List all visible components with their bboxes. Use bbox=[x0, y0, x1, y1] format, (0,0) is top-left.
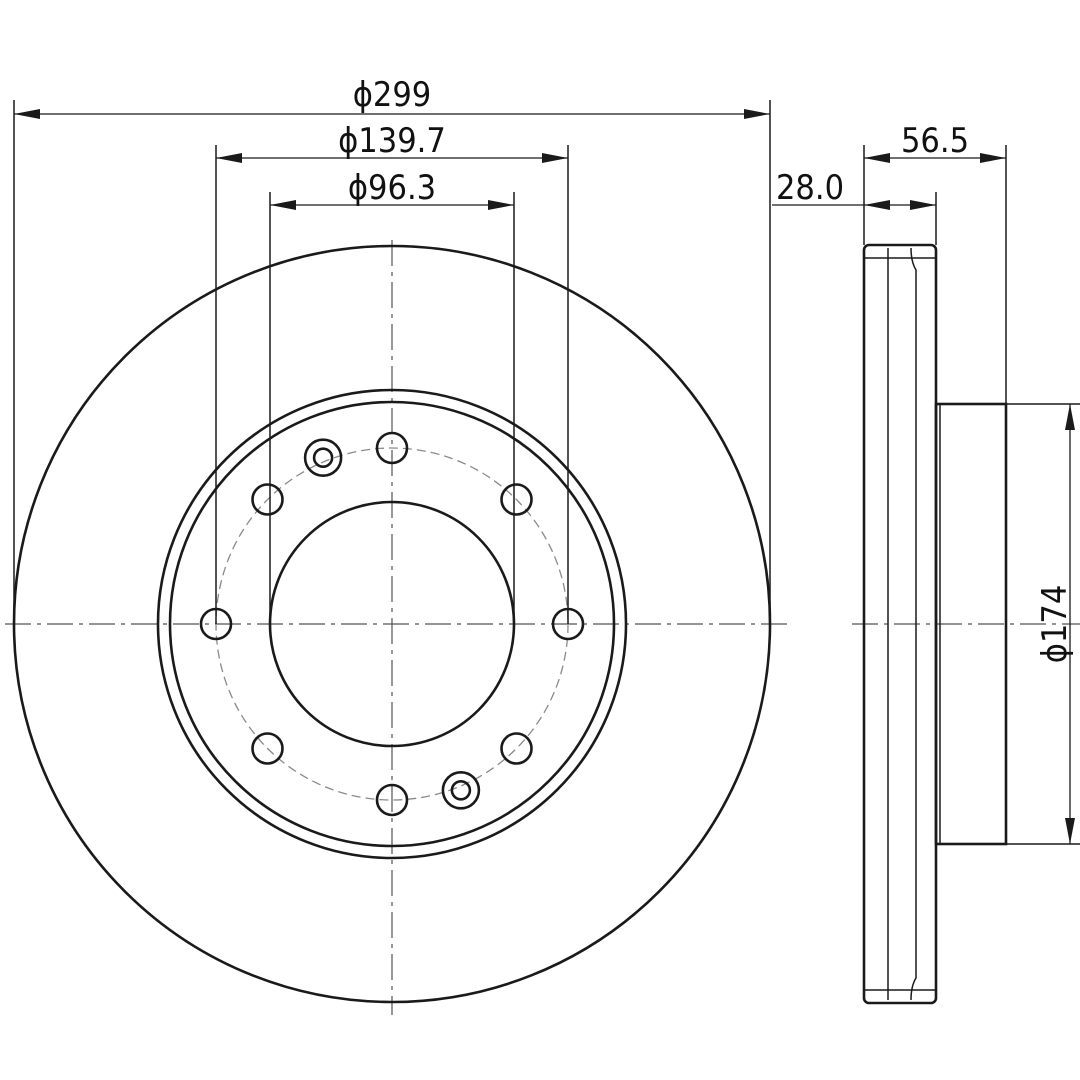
hat-inner-ring bbox=[168, 400, 616, 848]
bolt-hole bbox=[251, 483, 284, 516]
side-view bbox=[852, 243, 1080, 1005]
locating-hole-inner bbox=[450, 779, 472, 801]
bolt-hole bbox=[375, 431, 409, 465]
center-bore-label: ϕ96.3 bbox=[348, 168, 436, 208]
locating-hole-inner bbox=[312, 447, 334, 469]
dimension-annotations: ϕ299 ϕ139.7 ϕ96.3 56.5 28.0 ϕ1 bbox=[13, 75, 1080, 845]
pcd-arrow-right bbox=[542, 153, 568, 163]
thickness-arrow-right bbox=[910, 200, 936, 210]
hat-section bbox=[934, 402, 1008, 846]
locating-hole-outer bbox=[441, 770, 481, 810]
locating-hole-outer bbox=[303, 438, 343, 478]
od-arrow-right bbox=[744, 109, 770, 119]
bolt-hole bbox=[500, 483, 533, 516]
disc-thickness-label: 28.0 bbox=[776, 168, 844, 208]
bore-arrow-left bbox=[270, 200, 296, 210]
hat-outer-ring bbox=[156, 388, 628, 860]
bolt-circle-label: ϕ139.7 bbox=[338, 121, 446, 161]
vent-line-right bbox=[910, 247, 917, 1001]
height-arrow-right bbox=[980, 153, 1006, 163]
bolt-hole bbox=[500, 732, 533, 765]
thickness-arrow-left bbox=[864, 200, 890, 210]
hat-diameter-label: ϕ174 bbox=[1035, 585, 1075, 664]
hat-arrow-bottom bbox=[1065, 818, 1075, 844]
outer-diameter-label: ϕ299 bbox=[353, 75, 432, 115]
bolt-hole bbox=[251, 732, 284, 765]
height-arrow-left bbox=[864, 153, 890, 163]
bore-arrow-right bbox=[488, 200, 514, 210]
hat-arrow-top bbox=[1065, 404, 1075, 430]
bolt-hole bbox=[375, 783, 409, 817]
total-height-label: 56.5 bbox=[901, 121, 969, 161]
bolt-hole-group bbox=[199, 431, 585, 817]
od-arrow-left bbox=[14, 109, 40, 119]
pcd-arrow-left bbox=[216, 153, 242, 163]
front-view bbox=[5, 240, 790, 1015]
